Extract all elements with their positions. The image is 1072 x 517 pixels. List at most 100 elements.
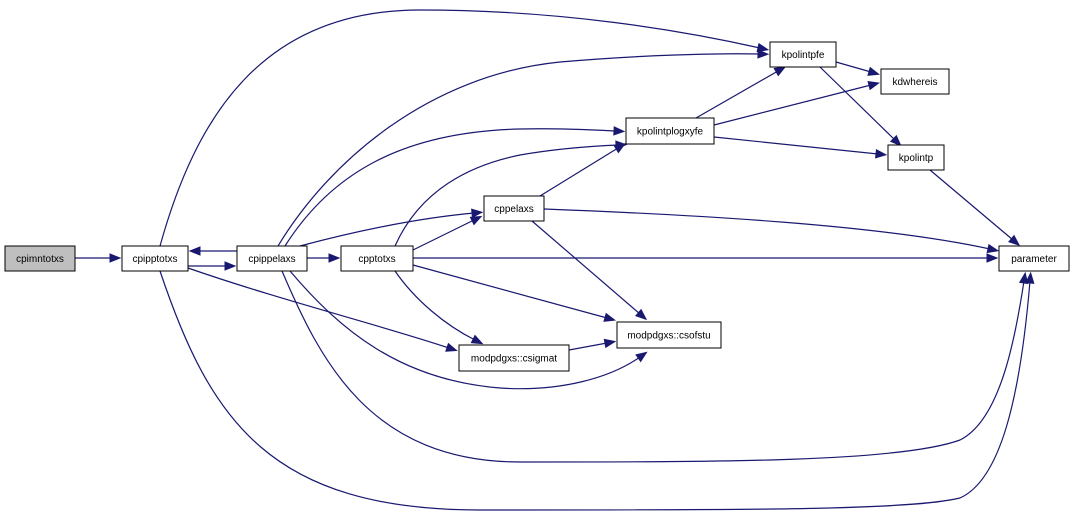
- edge-cpippelaxs-to-csofstu: [289, 270, 648, 390]
- node-box: [769, 41, 837, 68]
- edge-line: [543, 208, 991, 250]
- edge-kpolintplogxyfe-to-kpolintpfe: [695, 66, 787, 119]
- node-label: cpimntotxs: [16, 254, 64, 265]
- edge-arrowhead: [635, 308, 648, 321]
- edge-cpptotxs-to-kpolintplogxyfe: [394, 140, 628, 247]
- node-box: [616, 321, 722, 349]
- edge-line: [531, 220, 641, 315]
- edge-cppelaxs-to-kpolintplogxyfe: [539, 143, 626, 197]
- node-label: cppelaxs: [494, 204, 533, 215]
- edge-arrowhead: [224, 261, 237, 271]
- edge-line: [281, 270, 1025, 463]
- edge-arrowhead: [469, 215, 483, 226]
- edge-cpippelaxs-to-cpptotxs: [307, 253, 341, 263]
- edge-cpipptotxs-to-kpolintpfe: [159, 9, 770, 247]
- edge-arrowhead: [328, 253, 341, 263]
- edge-cpptotxs-to-cppelaxs: [412, 215, 483, 251]
- edge-cpippelaxs-to-kpolintpfe: [277, 49, 770, 247]
- edge-line: [277, 53, 761, 247]
- node-cpippelaxs[interactable]: cpippelaxs: [236, 245, 308, 272]
- node-box: [121, 245, 189, 272]
- node-box: [998, 245, 1070, 272]
- node-cppelaxs[interactable]: cppelaxs: [483, 195, 545, 222]
- edge-arrowhead: [613, 143, 626, 154]
- edge-arrowhead: [773, 66, 787, 77]
- node-label: kpolintplogxyfe: [637, 127, 704, 138]
- edge-line: [284, 128, 617, 247]
- edge-line: [289, 270, 641, 390]
- edge-cppelaxs-to-parameter: [543, 208, 1000, 254]
- edge-arrowhead: [757, 49, 770, 59]
- node-label: modpdgxs::csigmat: [471, 354, 557, 365]
- edge-kpolintpfe-to-kdwhereis: [835, 61, 880, 76]
- node-cpipptotxs[interactable]: cpipptotxs: [121, 245, 189, 272]
- node-kpolintp[interactable]: kpolintp: [887, 144, 945, 171]
- node-label: cpippelaxs: [248, 254, 295, 265]
- node-csigmat[interactable]: modpdgxs::csigmat: [458, 344, 570, 372]
- edge-arrowhead: [471, 208, 484, 218]
- node-label: modpdgxs::csofstu: [627, 331, 710, 342]
- edge-arrowhead: [875, 149, 888, 159]
- edge-cpippelaxs-to-kpolintplogxyfe: [284, 126, 626, 247]
- edge-arrowhead: [867, 66, 880, 76]
- edge-cpptotxs-to-csigmat: [394, 270, 484, 345]
- node-csofstu[interactable]: modpdgxs::csofstu: [616, 321, 722, 349]
- node-label: kdwhereis: [892, 77, 937, 88]
- edges-layer: [75, 9, 1035, 511]
- edge-cppelaxs-to-csofstu: [531, 220, 648, 321]
- node-label: parameter: [1011, 254, 1057, 265]
- node-box: [458, 344, 570, 372]
- edge-line: [394, 144, 619, 247]
- edge-cpippelaxs-to-cpipptotxs: [188, 246, 237, 256]
- edge-arrowhead: [756, 42, 770, 53]
- edge-arrowhead: [603, 312, 617, 322]
- edge-line: [568, 342, 608, 351]
- edge-arrowhead: [867, 81, 881, 91]
- node-parameter[interactable]: parameter: [998, 245, 1070, 272]
- edge-line: [159, 270, 1031, 511]
- edge-line: [695, 70, 779, 119]
- edge-line: [412, 219, 475, 251]
- node-kpolintplogxyfe[interactable]: kpolintplogxyfe: [625, 117, 715, 145]
- edge-cpptotxs-to-csofstu: [412, 264, 617, 322]
- edge-arrowhead: [1008, 234, 1021, 247]
- edge-arrowhead: [1025, 271, 1035, 284]
- edge-kpolintp-to-parameter: [929, 169, 1021, 247]
- edge-line: [412, 264, 608, 319]
- node-cpimntotxs[interactable]: cpimntotxs: [4, 245, 76, 272]
- edge-line: [819, 66, 896, 141]
- edge-line: [187, 267, 450, 349]
- node-cpptotxs[interactable]: cpptotxs: [340, 245, 414, 272]
- node-label: cpptotxs: [358, 254, 395, 265]
- edge-arrowhead: [109, 253, 122, 263]
- node-box: [880, 68, 950, 95]
- edge-arrowhead: [470, 334, 484, 345]
- edge-line: [299, 212, 475, 247]
- edge-arrowhead: [613, 126, 626, 136]
- edge-kpolintplogxyfe-to-kdwhereis: [713, 81, 881, 126]
- edge-cpptotxs-to-parameter: [413, 253, 999, 263]
- edge-cpipptotxs-to-csigmat: [187, 267, 458, 352]
- node-label: kpolintpfe: [782, 50, 825, 61]
- node-box: [625, 117, 715, 145]
- nodes-layer: cpimntotxs cpipptotxs cpippelaxs cpptotxs cp…: [4, 41, 1070, 372]
- edge-arrowhead: [603, 338, 617, 349]
- node-label: cpipptotxs: [132, 254, 177, 265]
- edge-cpipptotxs-to-parameter: [159, 270, 1035, 511]
- edge-arrowhead: [1018, 271, 1029, 285]
- node-box: [340, 245, 414, 272]
- edge-kpolintpfe-to-kpolintp: [819, 66, 902, 147]
- edge-cpimntotxs-to-cpipptotxs: [75, 253, 122, 263]
- edge-line: [159, 9, 761, 247]
- edge-arrowhead: [188, 246, 201, 256]
- edge-line: [929, 169, 1014, 241]
- node-box: [483, 195, 545, 222]
- edge-arrowhead: [445, 342, 458, 352]
- edge-arrowhead: [986, 253, 999, 263]
- node-kpolintpfe[interactable]: kpolintpfe: [769, 41, 837, 68]
- edge-line: [539, 147, 619, 197]
- edge-arrowhead: [635, 351, 648, 363]
- node-kdwhereis[interactable]: kdwhereis: [880, 68, 950, 95]
- edge-arrowhead: [986, 243, 1000, 254]
